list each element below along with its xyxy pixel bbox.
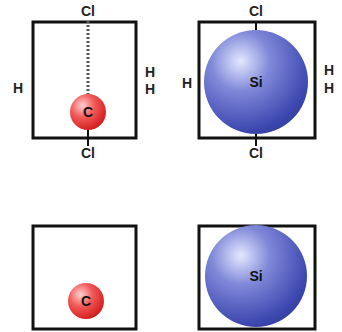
bond xyxy=(87,128,89,146)
element-symbol: C xyxy=(81,293,91,309)
atom-label: Cl xyxy=(249,146,263,160)
atom-sphere: Si xyxy=(205,225,307,327)
unit-cell-box xyxy=(33,22,136,138)
element-symbol: C xyxy=(83,104,93,120)
atom-sphere: C xyxy=(68,283,104,319)
atom-label: H xyxy=(324,81,334,95)
atom-label: Cl xyxy=(81,146,95,160)
atom-label: H xyxy=(145,65,155,79)
atom-label: Cl xyxy=(249,4,263,18)
unit-cell-box xyxy=(199,226,315,329)
unit-cell-box xyxy=(33,226,136,329)
weak-bond xyxy=(87,21,90,96)
atom-label: H xyxy=(324,63,334,77)
unit-cell-box xyxy=(199,22,315,138)
atom-sphere: C xyxy=(70,94,106,130)
atom-label: H xyxy=(13,81,23,95)
element-symbol: Si xyxy=(249,74,262,90)
atom-label: H xyxy=(182,76,192,90)
element-symbol: Si xyxy=(249,268,262,284)
atom-label: Cl xyxy=(81,4,95,18)
atom-label: H xyxy=(145,82,155,96)
atom-sphere: Si xyxy=(204,30,308,134)
